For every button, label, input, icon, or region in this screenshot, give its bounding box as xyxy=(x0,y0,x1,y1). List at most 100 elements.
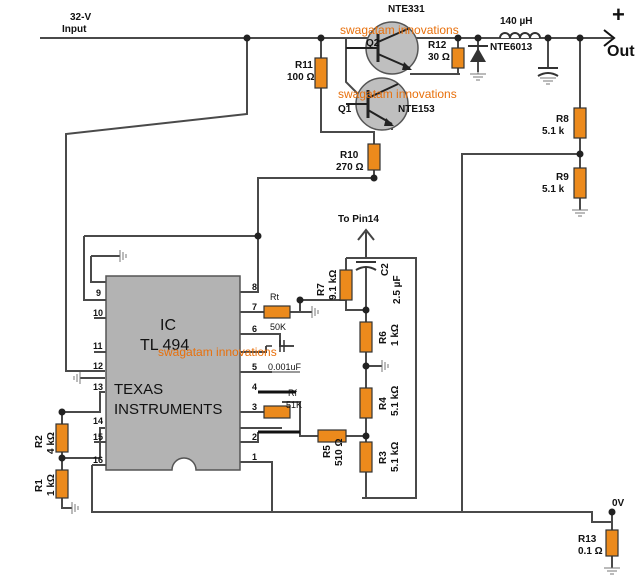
transistor-q1 xyxy=(346,77,409,131)
r3-ref-label: R3 xyxy=(378,451,389,464)
c2-ref-label: C2 xyxy=(380,263,391,276)
rt-ref-label: Rt xyxy=(270,292,279,302)
pin-label: 2 xyxy=(252,432,257,442)
watermark-text: swagatam innovations xyxy=(340,23,459,37)
ic-pin-numbers-right: 8 7 6 5 4 3 2 1 xyxy=(252,282,257,462)
to-pin14-label: To Pin14 xyxy=(338,214,379,225)
r2-value-label: 4 kΩ xyxy=(46,432,57,454)
resistor-r3 xyxy=(359,441,373,473)
ct-value-label: 0.001uF xyxy=(268,362,302,372)
ic-pin-numbers-left: 9 10 11 12 13 14 15 16 xyxy=(93,288,103,465)
capacitor-output xyxy=(537,67,559,77)
resistor-rt xyxy=(263,305,291,319)
pin-label: 9 xyxy=(96,288,101,298)
ground-icon xyxy=(71,502,79,514)
zero-volt-label: 0V xyxy=(612,498,625,509)
resistor-r6 xyxy=(359,321,373,353)
ground-icon xyxy=(540,77,556,85)
pin-label: 15 xyxy=(93,432,103,442)
pin-label: 11 xyxy=(93,341,103,351)
ground-icon xyxy=(381,360,389,372)
junction-dots xyxy=(58,34,616,516)
ground-icon xyxy=(311,306,319,318)
pin-label: 1 xyxy=(252,452,257,462)
watermark-text: swagatam innovations xyxy=(338,87,457,101)
transistor-q2 xyxy=(346,21,419,75)
r6-value-label: 1 kΩ xyxy=(390,324,401,346)
diode-nte6013 xyxy=(468,45,488,62)
q1-ref-label: Q1 xyxy=(338,104,352,115)
pin-label: 14 xyxy=(93,416,103,426)
r7-ref-label: R7 xyxy=(316,283,327,296)
rf-ref-label: Rf xyxy=(288,388,297,398)
r9-value-label: 5.1 k xyxy=(542,184,565,195)
ground-icon xyxy=(470,72,486,81)
q2-name-label: NTE331 xyxy=(388,4,425,15)
r5-value-label: 510 Ω xyxy=(334,439,345,466)
resistor-r12 xyxy=(451,47,465,69)
ground-icon xyxy=(572,209,588,217)
resistor-r5 xyxy=(317,429,347,443)
resistor-r10 xyxy=(367,143,381,171)
resistors xyxy=(55,47,619,557)
input-label: Input xyxy=(62,24,87,35)
diode-name-label: NTE6013 xyxy=(490,42,533,53)
r7-value-label: 9.1 kΩ xyxy=(328,270,339,300)
r8-value-label: 5.1 k xyxy=(542,126,565,137)
resistor-r4 xyxy=(359,387,373,419)
capacitor-c2 xyxy=(355,261,377,271)
output-plus-sign: + xyxy=(612,2,625,27)
ground-icon xyxy=(73,372,81,384)
r10-value-label: 270 Ω xyxy=(336,162,363,173)
r10-ref-label: R10 xyxy=(340,150,359,161)
r9-ref-label: R9 xyxy=(556,172,569,183)
ic-label-line2: TL 494 xyxy=(140,337,189,354)
capacitors xyxy=(266,67,559,373)
pin-label: 10 xyxy=(93,308,103,318)
capacitor-ct xyxy=(266,340,300,373)
pin-label: 6 xyxy=(252,324,257,334)
r8-ref-label: R8 xyxy=(556,114,569,125)
output-terminal xyxy=(603,29,616,47)
ground-symbols xyxy=(71,72,620,575)
ic-tl494 xyxy=(92,275,300,471)
rt-value-label: 50K xyxy=(270,322,286,332)
r5-ref-label: R5 xyxy=(322,445,333,458)
pin-label: 5 xyxy=(252,362,257,372)
r1-value-label: 1 kΩ xyxy=(46,474,57,496)
pin-label: 16 xyxy=(93,455,103,465)
r4-value-label: 5.1 kΩ xyxy=(390,386,401,416)
resistor-r9 xyxy=(573,167,587,199)
r2-ref-label: R2 xyxy=(34,435,45,448)
ic-maker-line1: TEXAS xyxy=(114,381,163,398)
r4-ref-label: R4 xyxy=(378,397,389,410)
pin-label: 12 xyxy=(93,361,103,371)
arrow-up-icon xyxy=(357,228,375,258)
q2-ref-label: Q2 xyxy=(366,38,380,49)
r6-ref-label: R6 xyxy=(378,331,389,344)
resistor-r2 xyxy=(55,423,69,453)
pin-label: 7 xyxy=(252,302,257,312)
resistor-r1 xyxy=(55,469,69,499)
r1-ref-label: R1 xyxy=(34,479,45,492)
inductor xyxy=(499,32,541,39)
pin-label: 13 xyxy=(93,382,103,392)
r13-value-label: 0.1 Ω xyxy=(578,546,603,557)
r11-ref-label: R11 xyxy=(295,60,313,71)
resistor-r7 xyxy=(339,269,353,301)
resistor-r8 xyxy=(573,107,587,139)
output-label: Out xyxy=(607,43,635,60)
resistor-r13 xyxy=(605,529,619,557)
watermark-text: swagatam innovations xyxy=(158,345,277,359)
inductor-value-label: 140 µH xyxy=(500,16,532,27)
r13-ref-label: R13 xyxy=(578,534,597,545)
pin-label: 3 xyxy=(252,402,257,412)
resistor-r11 xyxy=(314,57,328,89)
q1-name-label: NTE153 xyxy=(398,104,435,115)
input-voltage-label: 32-V xyxy=(70,12,91,23)
pin-label: 4 xyxy=(252,382,257,392)
ic-label-line1: IC xyxy=(160,317,176,334)
ic-maker-line2: INSTRUMENTS xyxy=(114,401,222,418)
resistor-rf xyxy=(263,405,291,419)
